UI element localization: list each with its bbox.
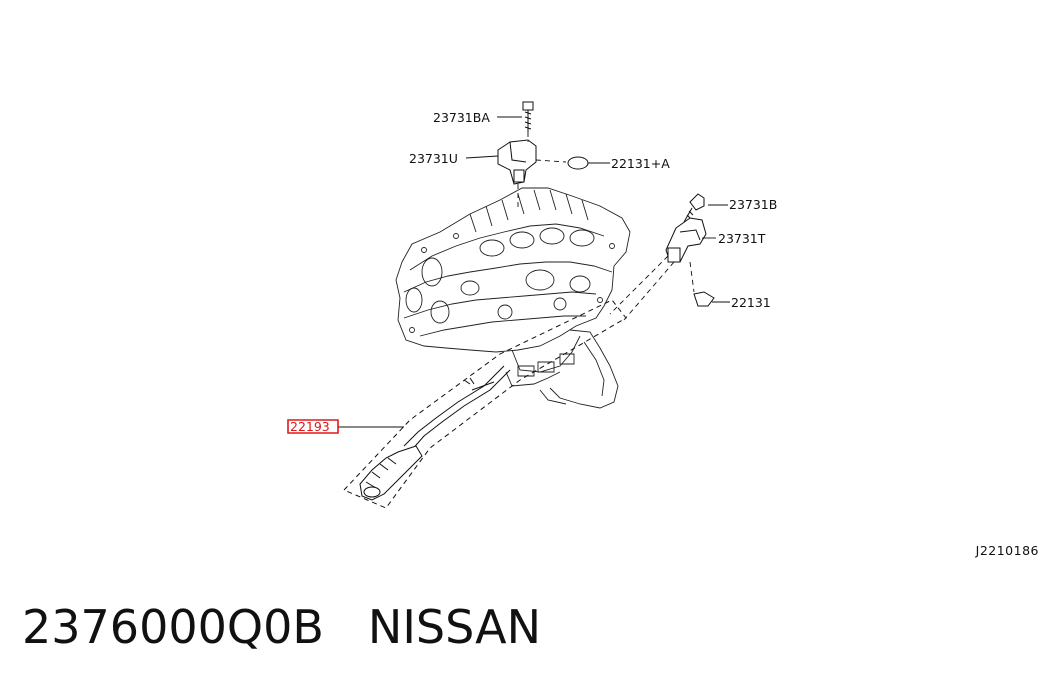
callout-22131: 22131 [731,295,771,310]
gasket-22131 [694,292,714,306]
oxygen-sensor-22193 [344,300,626,508]
engine-illustration [396,188,630,408]
brand-name: NISSAN [367,600,542,654]
callout-23731B: 23731B [729,197,777,212]
gasket-22131A [568,157,588,169]
callout-22131A: 22131+A [611,156,670,171]
callout-23731U: 23731U [409,151,458,166]
caption: 2376000Q0B NISSAN [22,600,541,654]
callout-23731T: 23731T [718,231,766,246]
parts-diagram: 23731BA 23731U 22131+A 23731B 23731T 221… [0,0,777,590]
leader-lines [338,117,730,427]
highlight-box [288,420,338,433]
callout-22193: 22193 [290,419,330,434]
drawing-code: J2210186 [975,543,1039,558]
cam-sensor-23731U [498,102,536,184]
part-number: 2376000Q0B [22,600,324,654]
crank-sensor-23731T [666,194,706,262]
callout-23731BA: 23731BA [433,110,490,125]
